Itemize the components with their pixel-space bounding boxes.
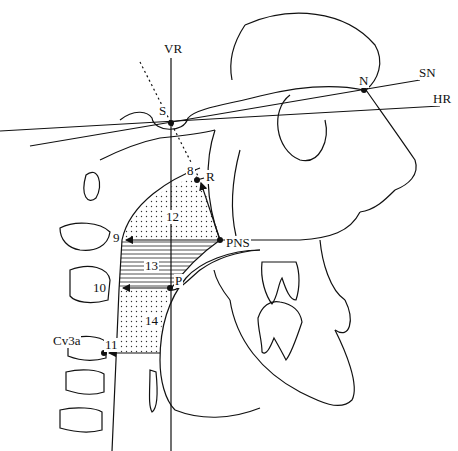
point-label: R (205, 170, 216, 184)
point-label: PNS (225, 236, 251, 250)
point-label: Cv3a (52, 334, 81, 348)
callout-number: 13 (144, 259, 159, 273)
callout-number: 8 (186, 164, 195, 178)
callout-number: 12 (165, 210, 180, 224)
callout-number: 14 (144, 314, 159, 328)
point-label: P (174, 274, 183, 288)
line-label: HR (432, 92, 452, 106)
callout-number: 10 (92, 281, 107, 295)
callout-number: 9 (112, 231, 121, 245)
line-label: SN (418, 66, 437, 80)
point-label: N (358, 74, 369, 88)
point-label: S (158, 104, 167, 118)
line-label: VR (163, 42, 183, 56)
callout-number: 11 (104, 338, 119, 352)
